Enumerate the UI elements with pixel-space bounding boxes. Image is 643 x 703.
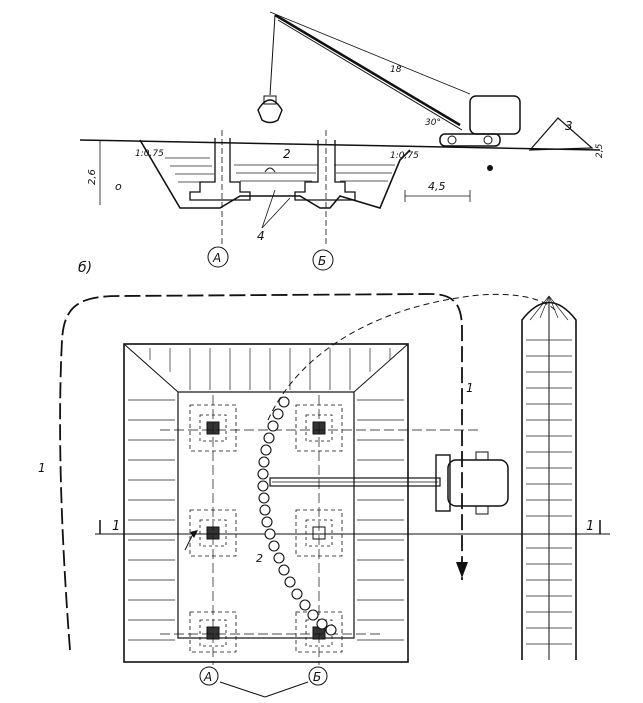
right-height-label: 2,5 xyxy=(595,143,605,158)
spoil-heap xyxy=(528,117,594,151)
slope-hatch xyxy=(128,348,404,641)
ground-line xyxy=(79,139,601,151)
depth-dim-label: 2,6 xyxy=(87,169,98,185)
axis-label-a: А xyxy=(212,251,221,265)
path-label: 2 xyxy=(256,552,263,565)
route-label-right: 1 xyxy=(466,381,474,395)
plan-axis-label-b: Б xyxy=(313,670,321,684)
route-label-left: 1 xyxy=(38,461,46,475)
crane: 18 30° xyxy=(257,11,521,171)
crane-boom xyxy=(274,13,461,127)
plan-axis-marker-b xyxy=(308,666,328,686)
crane-track xyxy=(439,133,501,147)
callout-3: 3 xyxy=(565,119,573,133)
grab-bucket xyxy=(257,99,283,124)
section-view: А Б 2,6 о 1:0,75 1:0,75 4,5 2 4 xyxy=(79,11,605,271)
pit-outer-outline xyxy=(123,343,409,663)
pit-hatching xyxy=(165,157,395,183)
plan-axis-marker-a xyxy=(199,666,219,686)
haul-route xyxy=(59,293,463,651)
section-mark-right: 1 xyxy=(586,519,594,534)
offset-dim-label: 4,5 xyxy=(428,180,446,193)
callout-4: 4 xyxy=(257,229,265,243)
crane-body-plan xyxy=(447,459,509,507)
swing-arc xyxy=(267,293,556,421)
section-mark-left: 1 xyxy=(112,519,120,534)
ground-mark-label: о xyxy=(115,180,122,193)
slope-right-label: 1:0,75 xyxy=(390,151,419,161)
footing-plan-5 xyxy=(189,611,237,653)
slope-left-label: 1:0,75 xyxy=(135,149,164,159)
pit-outline xyxy=(139,139,411,209)
axis-label-b: Б xyxy=(318,254,326,268)
footing-a xyxy=(189,138,251,201)
footing-b xyxy=(294,140,356,201)
callout-2: 2 xyxy=(283,147,291,161)
crane-boom-plan xyxy=(269,477,441,487)
crane-body xyxy=(469,95,521,135)
excavator-path xyxy=(257,396,337,636)
pit-bottom-outline xyxy=(177,391,355,639)
plan-axis-label-a: А xyxy=(203,670,212,684)
axis-marker-b xyxy=(312,249,334,271)
part-b-label: б) xyxy=(78,260,92,276)
crane-cab-plan xyxy=(435,454,451,512)
axis-marker-a xyxy=(207,246,229,268)
boom-angle-label: 30° xyxy=(425,118,441,128)
boom-length-label: 18 xyxy=(390,65,402,75)
plan-view: 1 1 xyxy=(38,293,610,698)
